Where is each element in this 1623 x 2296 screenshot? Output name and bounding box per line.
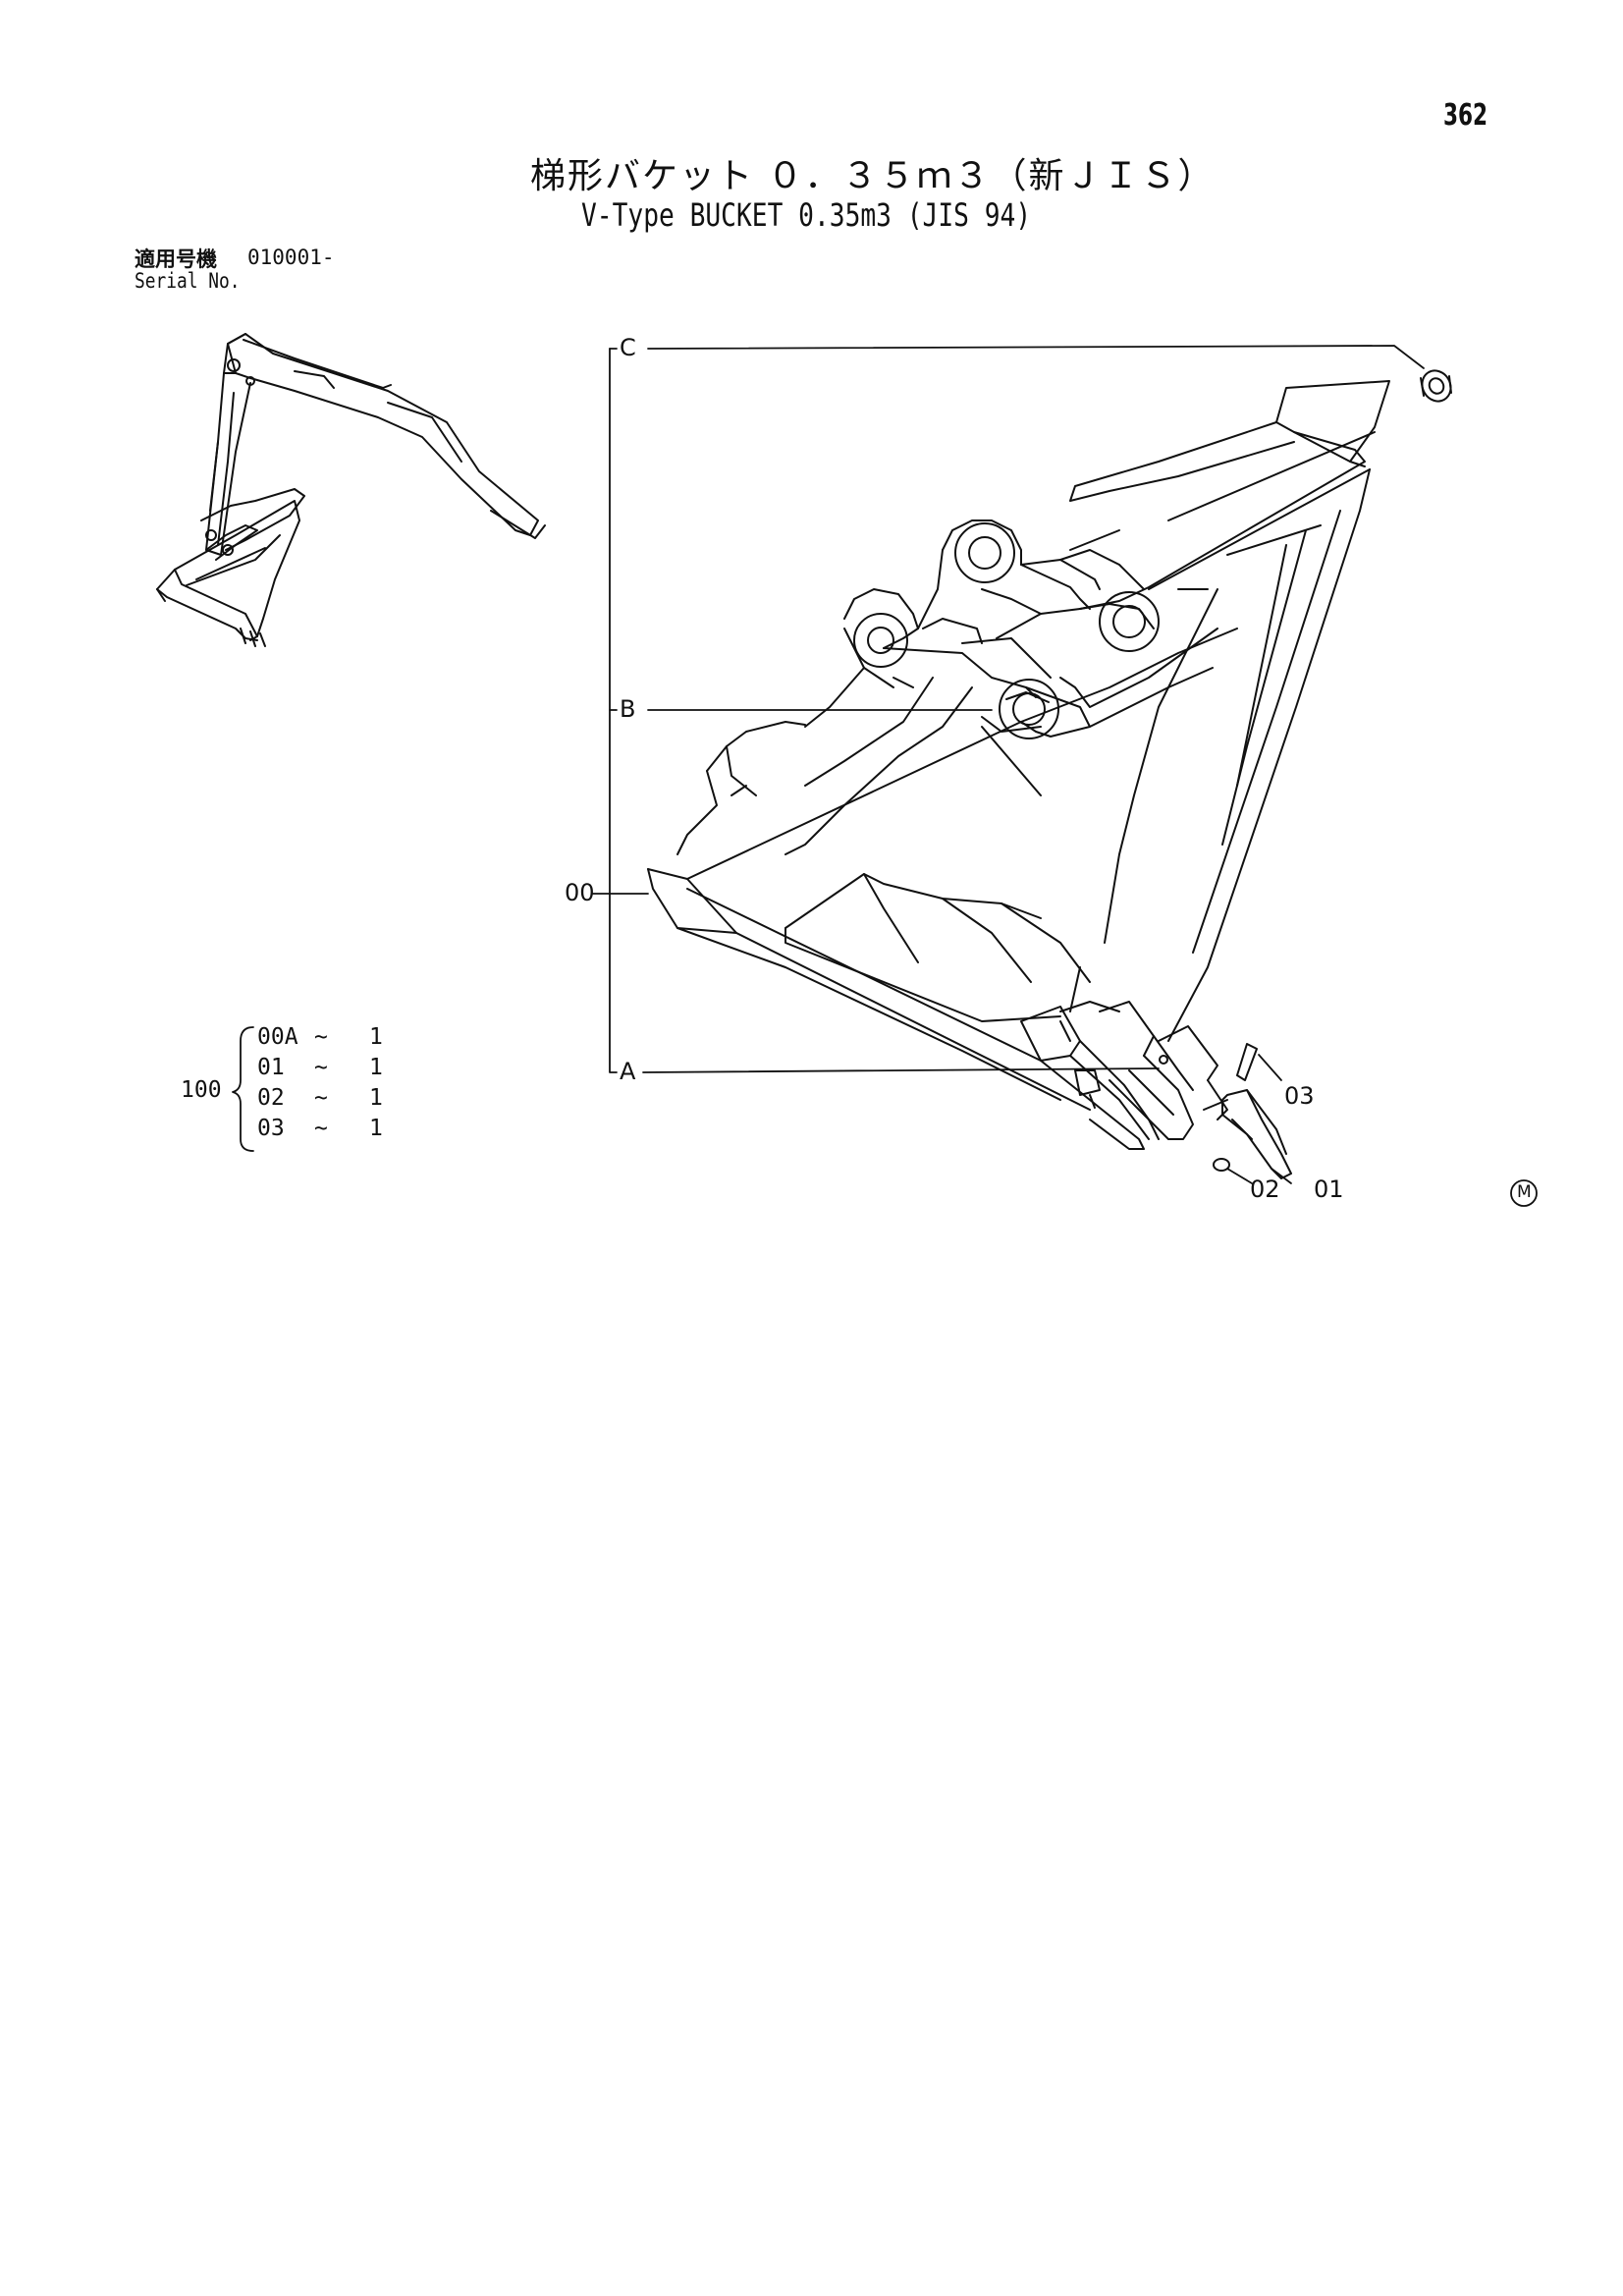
callout-lock: 02 (1250, 1175, 1280, 1203)
kit-item-separator: ~ (314, 1024, 328, 1050)
revision-mark-letter: M (1517, 1182, 1532, 1202)
kit-item-part: 00A (257, 1024, 298, 1050)
kit-brace (232, 1026, 254, 1152)
revision-mark (1510, 1179, 1538, 1207)
kit-item-separator: ~ (314, 1055, 328, 1080)
kit-item-part: 02 (257, 1085, 285, 1111)
serial-value: 010001- (247, 246, 335, 269)
kit-item-qty: 1 (369, 1116, 383, 1141)
kit-number: 100 (181, 1077, 222, 1103)
serial-label-english: Serial No. (135, 269, 241, 293)
kit-item-qty: 1 (369, 1085, 383, 1111)
kit-item-part: 01 (257, 1055, 285, 1080)
kit-item-separator: ~ (314, 1116, 328, 1141)
callout-c: C (620, 334, 636, 361)
bucket-drawing (647, 369, 1452, 1179)
serial-label-japanese: 適用号機 (135, 247, 217, 271)
page-number: 362 (1443, 98, 1488, 133)
title-japanese: 梯形バケット ０．３５ｍ３（新ＪＩＳ） (530, 156, 1216, 196)
pin-03 (1236, 1043, 1258, 1081)
kit-item-part: 03 (257, 1116, 285, 1141)
callout-pin: 03 (1284, 1082, 1315, 1110)
kit-item-qty: 1 (369, 1024, 383, 1050)
callout-a: A (620, 1058, 636, 1085)
callout-tooth: 01 (1314, 1175, 1344, 1203)
callout-b: B (620, 695, 636, 723)
kit-item-qty: 1 (369, 1055, 383, 1080)
kit-item-separator: ~ (314, 1085, 328, 1111)
callout-assembly: 00 (565, 879, 595, 906)
callout-lines (592, 345, 1425, 1184)
title-english: V-Type BUCKET 0.35m3 (JIS 94) (581, 196, 1032, 234)
excavator-thumbnail (156, 333, 546, 647)
